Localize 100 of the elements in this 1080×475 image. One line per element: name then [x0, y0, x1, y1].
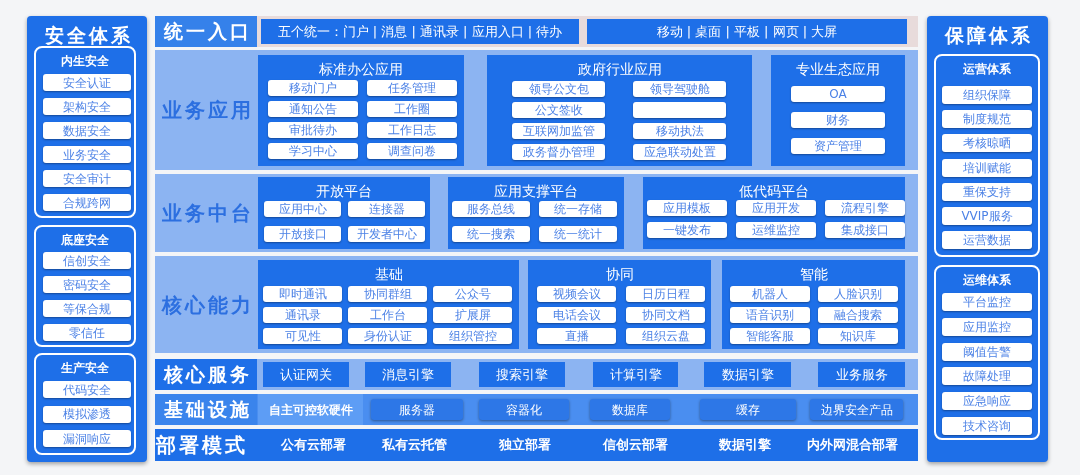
- module-title: 专业生态应用: [796, 61, 880, 78]
- feature-item: 开放接口: [264, 225, 341, 242]
- layer-title: 部署模式: [154, 433, 248, 457]
- panel-title: 保障体系: [943, 24, 1033, 47]
- feature-item: VVIP服务: [942, 207, 1032, 225]
- feature-item: 密码安全: [43, 276, 131, 293]
- feature-item: 通知公告: [268, 101, 358, 117]
- service-item: 认证网关: [263, 362, 349, 387]
- layer-band: [155, 16, 918, 47]
- feature-item: 电话会议: [537, 307, 616, 323]
- deployment-option: 内外网混合部署: [806, 437, 898, 453]
- feature-item: 阈值告警: [942, 342, 1032, 361]
- feature-item: 应急响应: [942, 392, 1032, 411]
- feature-item: 语音识别: [730, 307, 810, 323]
- side-panel: [27, 16, 147, 462]
- deployment-option: 独立部署: [499, 437, 551, 453]
- feature-item: 连接器: [348, 201, 425, 217]
- layer-title: 统一入口: [155, 16, 257, 47]
- group-title: 底座安全: [61, 233, 109, 248]
- group-frame: [34, 225, 136, 347]
- module-title: 智能: [799, 266, 828, 283]
- layer-band: [155, 429, 918, 461]
- infrastructure-item: 缓存: [700, 399, 796, 420]
- feature-item: 直播: [537, 328, 616, 344]
- feature-item: 工作日志: [367, 122, 457, 138]
- infrastructure-item: 容器化: [479, 399, 569, 420]
- infrastructure-item: 数据库: [590, 399, 670, 420]
- module-title: 开放平台: [316, 183, 372, 200]
- feature-item: 组织云盘: [626, 328, 705, 344]
- feature-item: 审批待办: [268, 122, 358, 138]
- module-title: 标准办公应用: [319, 61, 403, 78]
- feature-item: 可见性: [263, 328, 342, 344]
- feature-item: 组织管控: [433, 328, 512, 344]
- layer-title: 基础设施: [155, 394, 257, 425]
- feature-item: 统一搜索: [452, 226, 530, 242]
- service-item: 业务服务: [818, 362, 905, 387]
- feature-item: 故障处理: [942, 367, 1032, 386]
- feature-item: 领导公文包: [512, 81, 605, 97]
- module-panel: [528, 260, 711, 349]
- feature-item: 漏洞响应: [43, 430, 131, 447]
- feature-item: 人脸识别: [818, 286, 898, 302]
- feature-item: 协同文档: [626, 307, 705, 323]
- module-title: 低代码平台: [739, 183, 809, 200]
- feature-item: 任务管理: [367, 80, 457, 96]
- group-frame: [34, 46, 136, 218]
- feature-item: 公众号: [433, 286, 512, 302]
- feature-item: 机器人: [730, 286, 810, 302]
- module-panel: [258, 177, 430, 249]
- group-frame: [934, 54, 1040, 257]
- feature-item: 政务督办管理: [512, 144, 605, 160]
- feature-item: 应用开发: [736, 200, 816, 216]
- group-frame: [934, 265, 1040, 440]
- feature-item: 架构安全: [43, 98, 131, 115]
- deployment-option: 私有云托管: [381, 437, 447, 453]
- feature-item: 通讯录: [263, 307, 342, 323]
- layer-title: 业务应用: [160, 98, 254, 122]
- group-title: 运营体系: [963, 62, 1011, 77]
- feature-item: 移动执法: [633, 123, 726, 139]
- feature-item: 模拟渗透: [43, 405, 131, 423]
- layer-band: [155, 256, 918, 353]
- feature-item: 等保合规: [43, 300, 131, 317]
- entry-bar: 移动 | 桌面 | 平板 | 网页 | 大屏: [587, 19, 907, 44]
- feature-item: 公文签收: [512, 102, 605, 118]
- feature-item: 零信任: [43, 324, 131, 341]
- feature-item: 应急联动处置: [633, 144, 726, 160]
- feature-item: 培训赋能: [942, 158, 1032, 177]
- feature-item: 应用中心: [264, 201, 341, 217]
- feature-item: 组织保障: [942, 86, 1032, 104]
- feature-item: 重保支持: [942, 182, 1032, 201]
- feature-item: 即时通讯: [263, 286, 342, 302]
- feature-item: 协同群组: [348, 286, 427, 302]
- module-panel: [643, 177, 905, 249]
- feature-item: 视频会议: [537, 286, 616, 302]
- layer-band: [155, 394, 918, 425]
- feature-item: 平台监控: [942, 293, 1032, 311]
- feature-item: 身份认证: [348, 328, 427, 344]
- service-item: 计算引擎: [593, 362, 678, 387]
- feature-item: 运维监控: [736, 222, 816, 238]
- group-title: 内生安全: [61, 54, 109, 69]
- feature-item: 安全审计: [43, 170, 131, 187]
- feature-item: 运营数据: [942, 231, 1032, 250]
- service-item: 消息引擎: [365, 362, 451, 387]
- feature-item: 工作台: [348, 307, 427, 323]
- layer-title: 业务中台: [160, 201, 254, 225]
- feature-item: 日历日程: [626, 286, 705, 302]
- feature-item: 统一统计: [539, 226, 617, 242]
- layer-title: 核心能力: [160, 292, 254, 317]
- module-title: 基础: [374, 266, 403, 283]
- layer-title: 核心服务: [155, 359, 257, 390]
- feature-item: 智能客服: [730, 328, 810, 344]
- layer-band: [155, 174, 918, 252]
- highlight-item: 自主可控软硬件: [258, 394, 363, 425]
- side-panel: [927, 16, 1048, 462]
- feature-item: 制度规范: [942, 110, 1032, 129]
- module-panel: [487, 55, 752, 166]
- module-panel: [258, 260, 519, 349]
- feature-item: 领导驾驶舱: [633, 81, 726, 97]
- feature-item: 学习中心: [268, 143, 358, 159]
- feature-item: 合规跨网: [43, 194, 131, 211]
- feature-item: 安全认证: [43, 74, 131, 91]
